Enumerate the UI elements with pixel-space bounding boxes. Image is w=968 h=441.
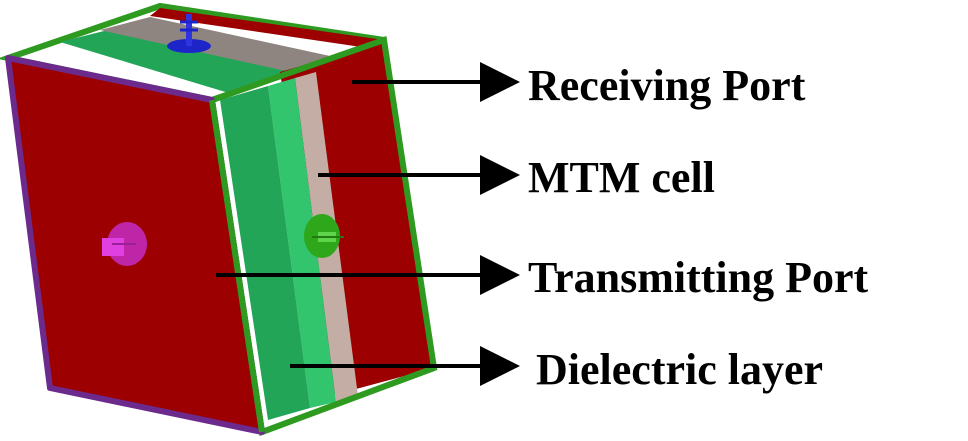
side-frame-bottom — [260, 365, 436, 435]
receiving-port-connector — [167, 14, 211, 53]
dielectric-layer-light — [268, 78, 336, 408]
dielectric-layer-dark — [220, 86, 310, 420]
top-dielectric-strip — [60, 20, 326, 94]
top-back-plate — [150, 8, 384, 48]
waveguide-assembly — [0, 2, 438, 437]
mtm-probe-connector — [304, 214, 344, 258]
receiving-port-label: Receiving Port — [528, 61, 806, 110]
front-frame-edge — [209, 99, 265, 433]
top-mtm-strip — [100, 17, 330, 72]
transmitting-port-label: Transmitting Port — [528, 253, 868, 302]
dielectric-layer-label: Dielectric layer — [536, 345, 823, 394]
transmitting-port-connector — [102, 222, 147, 266]
mtm-cell-label: MTM cell — [528, 153, 715, 202]
